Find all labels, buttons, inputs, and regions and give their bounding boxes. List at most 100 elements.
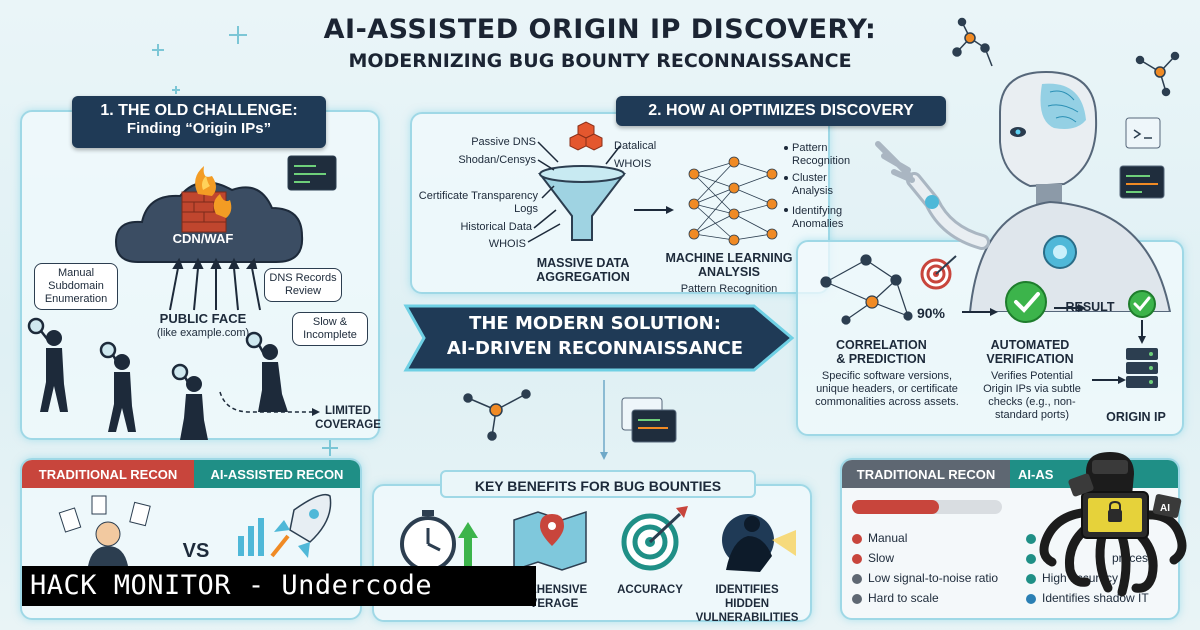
terminal-window-icon <box>287 155 337 191</box>
old-challenge-illustration <box>27 155 337 440</box>
source-shodan: Shodan/Censys <box>458 154 536 166</box>
modern-solution-banner-shape <box>403 304 795 372</box>
correlation-network-icon <box>820 254 913 325</box>
neural-network-icon <box>688 156 778 246</box>
list-item: Hard to scale <box>852 588 1022 608</box>
watermark-banner: HACK MONITOR - Undercode <box>22 566 536 606</box>
red-dot-icon <box>852 533 862 544</box>
teal-dot-icon <box>1026 533 1036 544</box>
modern-solution-line1: THE MODERN SOLUTION: <box>469 313 721 334</box>
network-icon <box>463 389 531 441</box>
verification-illustration <box>820 254 1158 388</box>
benefits-title: KEY BENEFITS FOR BUG BOUNTIES <box>440 470 756 498</box>
modern-solution-line2: AI-DRIVEN RECONNAISSANCE <box>446 338 744 359</box>
left-comparison-illustration <box>58 493 332 566</box>
rocket-icon <box>270 493 332 558</box>
magnifier-icon <box>27 317 266 387</box>
verification-title: AUTOMATED VERIFICATION <box>986 338 1074 366</box>
bar-chart-icon <box>238 518 264 556</box>
limited-coverage-label: LIMITED COVERAGE <box>315 405 381 431</box>
source-whois-right: WHOIS <box>614 158 652 170</box>
source-whois: WHOIS <box>488 238 526 250</box>
middle-icons: </> <box>463 380 677 460</box>
map-icon <box>513 510 587 572</box>
result-label: RESULT <box>1065 300 1115 314</box>
octopus-logo-icon: AI <box>1039 452 1187 597</box>
correlation-title: CORRELATION & PREDICTION <box>836 338 927 366</box>
traditional-progress-bar <box>852 500 1002 514</box>
growth-arrow-icon <box>458 522 478 572</box>
svg-text:AI: AI <box>1160 503 1170 514</box>
target-icon <box>920 255 957 290</box>
stressed-person-icon <box>58 495 151 566</box>
target-icon <box>621 506 688 571</box>
percent-label: 90% <box>916 305 946 321</box>
correlation-desc: Specific software versions, unique heade… <box>815 370 959 408</box>
cdn-waf-label: CDN/WAF <box>172 231 234 246</box>
traditional-recon-header-right: TRADITIONAL RECON <box>842 460 1010 488</box>
sparkle-icon <box>152 26 247 94</box>
public-face-sublabel: (like example.com) <box>156 327 250 339</box>
old-challenge-title: 1. THE OLD CHALLENGE: <box>100 102 298 119</box>
old-challenge-subtitle: Finding “Origin IPs” <box>126 120 272 137</box>
source-arrows <box>527 141 621 243</box>
code-window-icon: </> <box>621 397 677 443</box>
stopwatch-icon <box>400 510 456 572</box>
fire-icon <box>195 166 232 218</box>
investigator-figures <box>40 330 288 440</box>
source-certificate-logs: Certificate Transparency Logs <box>418 190 538 215</box>
traditional-list: Manual Slow Low signal-to-noise ratio Ha… <box>852 528 1022 608</box>
funnel-icon <box>537 165 627 241</box>
network-icon <box>952 17 993 67</box>
gray-dot-icon <box>852 573 862 584</box>
benefit-accuracy: ACCURACY <box>617 584 683 596</box>
traditional-progress-fill <box>852 500 939 514</box>
traditional-recon-header: TRADITIONAL RECON <box>22 460 194 488</box>
public-face-label: PUBLIC FACE <box>159 311 247 326</box>
slow-incomplete-bubble: Slow & Incomplete <box>292 312 368 346</box>
page-title: AI-ASSISTED ORIGIN IP DISCOVERY: <box>323 14 877 45</box>
hacker-spotlight-icon <box>722 514 796 572</box>
origin-ip-label: ORIGIN IP <box>1106 410 1166 424</box>
ml-feature-pattern: Pattern Recognition <box>792 142 851 167</box>
ai-discovery-illustration <box>527 121 788 246</box>
benefit-hidden-vulns: IDENTIFIES HIDDEN VULNERABILITIES <box>695 584 799 624</box>
list-item: Manual <box>852 528 1022 548</box>
source-historical: Historical Data <box>460 221 532 233</box>
ml-analysis-sublabel: Pattern Recognition <box>680 283 778 295</box>
ml-feature-anomalies: Identifying Anomalies <box>792 205 844 230</box>
arrows-to-cloud <box>169 257 261 311</box>
list-item: Low signal-to-noise ratio <box>852 568 1022 588</box>
verification-desc: Verifies Potential Origin IPs via subtle… <box>983 370 1081 421</box>
ml-analysis-label: MACHINE LEARNING ANALYSIS <box>665 251 793 279</box>
vs-label: VS <box>182 540 210 562</box>
old-challenge-tag: 1. THE OLD CHALLENGE: Finding “Origin IP… <box>72 96 326 148</box>
aggregation-label: MASSIVE DATA AGGREGATION <box>536 256 630 284</box>
source-passive-dns: Passive DNS <box>471 136 536 148</box>
ai-discovery-tag: 2. HOW AI OPTIMIZES DISCOVERY <box>616 96 946 126</box>
list-item: Slow <box>852 548 1022 568</box>
ai-recon-header: AI-ASSISTED RECON <box>194 460 360 488</box>
manual-subdomain-bubble: Manual Subdomain Enumeration <box>34 263 118 310</box>
gray-dot-icon <box>852 593 862 604</box>
sparkle-icon <box>322 440 338 456</box>
server-icon <box>1126 348 1158 388</box>
hexagon-data-icon <box>569 121 603 151</box>
octopus-hacker-logo: AI <box>1039 452 1187 597</box>
teal-dot-icon <box>1026 553 1036 564</box>
list-item <box>1026 528 1176 548</box>
feature-bullets <box>784 146 788 212</box>
blue-dot-icon <box>1026 593 1036 604</box>
dashed-arrow <box>219 391 312 413</box>
ai-recon-header-right-text: AI-AS <box>1018 466 1054 482</box>
benefit-coverage: REHENSIVE VERAGE <box>520 584 588 610</box>
ml-feature-cluster: Cluster Analysis <box>792 172 833 197</box>
check-circle-icon <box>1005 281 1047 323</box>
source-datalical: Datalical <box>614 140 657 152</box>
red-dot-icon <box>852 553 862 564</box>
ai-discovery-panel <box>410 112 830 294</box>
page-subtitle: MODERNIZING BUG BOUNTY RECONNAISSANCE <box>348 50 852 72</box>
network-icon <box>1135 51 1180 97</box>
dns-records-bubble: DNS Records Review <box>264 268 342 302</box>
